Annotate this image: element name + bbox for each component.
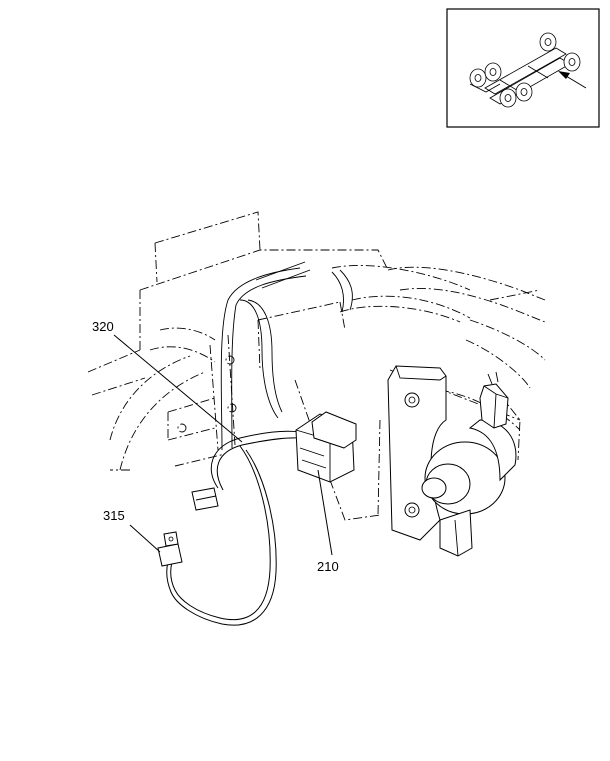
callout-315-label: 315 <box>103 508 125 523</box>
callout-320-label: 320 <box>92 319 114 334</box>
harness-end-plug <box>191 487 219 511</box>
callout-210-label: 210 <box>317 559 339 574</box>
chassis-illustration: 320 315 210 <box>87 211 546 626</box>
sensor-block <box>295 411 357 483</box>
location-arrow-icon <box>558 71 587 89</box>
harness-tube <box>220 261 353 451</box>
locator-inset <box>446 8 600 128</box>
connector-plug <box>157 531 183 567</box>
truck-chassis-thumbnail <box>469 32 581 108</box>
leader-lines <box>113 334 333 556</box>
lever-actuator <box>421 371 517 557</box>
wiring-harness <box>166 430 301 626</box>
